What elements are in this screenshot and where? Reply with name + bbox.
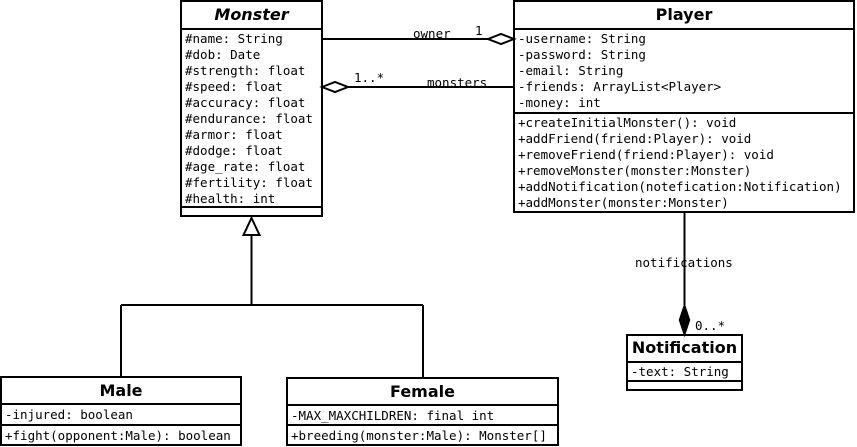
attribute: -text: String — [631, 364, 729, 379]
inheritance-arrow-icon — [241, 215, 262, 236]
class-male[interactable]: Male -injured: boolean +fight(opponent:M… — [0, 376, 242, 446]
role-label-owner: owner — [413, 26, 451, 41]
method: +addMonster(monster:Monster) — [518, 195, 729, 210]
class-monster[interactable]: Monster #name: String #dob: Date #streng… — [180, 0, 323, 217]
attribute: -MAX_MAXCHILDREN: final int — [291, 408, 494, 423]
association-notifications[interactable]: notifications 0..* — [635, 212, 733, 338]
method: +breeding(monster:Male): Monster[] — [291, 428, 547, 443]
class-name-female: Female — [390, 382, 455, 401]
generalization-monster[interactable] — [120, 215, 424, 378]
attribute: #strength: float — [185, 63, 305, 78]
class-name-monster: Monster — [214, 5, 289, 24]
method: +createInitialMonster(): void — [518, 115, 736, 130]
association-monsters[interactable]: 1..* monsters — [319, 70, 514, 94]
association-owner[interactable]: owner 1 — [322, 23, 517, 46]
attribute: -friends: ArrayList<Player> — [518, 79, 721, 94]
attribute: -injured: boolean — [5, 407, 133, 422]
player-methods: +createInitialMonster(): void +addFriend… — [518, 115, 842, 210]
attribute: #dodge: float — [185, 143, 283, 158]
attribute: -money: int — [518, 95, 601, 110]
class-name-notification: Notification — [632, 338, 737, 357]
role-label-monsters: monsters — [427, 75, 487, 90]
attribute: #health: int — [185, 191, 275, 206]
multiplicity-owner: 1 — [475, 23, 483, 38]
class-player[interactable]: Player -username: String -password: Stri… — [513, 0, 855, 213]
attribute: -password: String — [518, 47, 646, 62]
method: +removeMonster(monster:Monster) — [518, 163, 751, 178]
method: +addFriend(friend:Player): void — [518, 131, 751, 146]
composition-diamond-icon — [678, 302, 691, 338]
attribute: #fertility: float — [185, 175, 313, 190]
method: +fight(opponent:Male): boolean — [5, 428, 231, 443]
attribute: #accuracy: float — [185, 95, 305, 110]
class-name-male: Male — [99, 381, 142, 400]
method: +removeFriend(friend:Player): void — [518, 147, 774, 162]
monster-attributes: #name: String #dob: Date #strength: floa… — [185, 31, 313, 206]
attribute: -email: String — [518, 63, 623, 78]
attribute: #endurance: float — [185, 111, 313, 126]
class-female[interactable]: Female -MAX_MAXCHILDREN: final int +bree… — [286, 377, 559, 446]
player-attributes: -username: String -password: String -ema… — [518, 31, 721, 110]
attribute: #age_rate: float — [185, 159, 305, 174]
attribute: #armor: float — [185, 127, 283, 142]
aggregation-diamond-icon — [319, 80, 351, 94]
class-name-player: Player — [656, 5, 713, 24]
attribute: #name: String — [185, 31, 283, 46]
aggregation-diamond-icon — [485, 32, 517, 46]
attribute: #speed: float — [185, 79, 283, 94]
method: +addNotification(notefication:Notificati… — [518, 179, 842, 194]
attribute: -username: String — [518, 31, 646, 46]
multiplicity-notifications: 0..* — [695, 318, 725, 333]
attribute: #dob: Date — [185, 47, 260, 62]
class-notification[interactable]: Notification -text: String — [626, 334, 743, 391]
multiplicity-monsters: 1..* — [354, 70, 384, 85]
role-label-notifications: notifications — [635, 255, 733, 270]
